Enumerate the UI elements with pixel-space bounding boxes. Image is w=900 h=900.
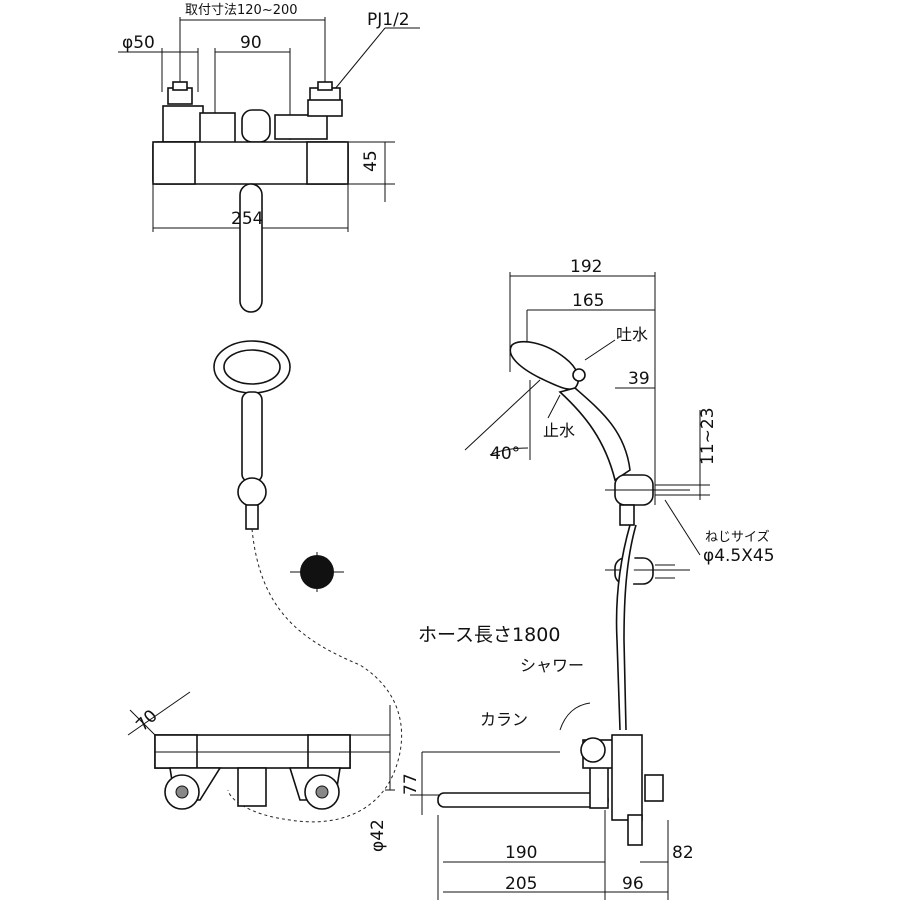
shower-head-front (213, 340, 402, 823)
label-angle40: 40° (490, 444, 520, 464)
label-mount-range: 取付寸法120~200 (185, 3, 298, 18)
side-view-spout (410, 702, 669, 900)
label-shower: シャワー (520, 656, 584, 675)
label-205: 205 (505, 874, 537, 894)
label-stop-water: 止水 (543, 421, 575, 440)
label-screw-size: ねじサイズ (705, 529, 770, 545)
label-hose-length: ホース長さ1800 (418, 624, 560, 646)
plan-view (127, 691, 395, 810)
label-spout: カラン (480, 710, 528, 729)
label-thread: PJ1/2 (367, 10, 410, 30)
label-45: 45 (361, 150, 381, 172)
label-39: 39 (628, 369, 650, 389)
label-70: 70 (132, 706, 161, 735)
label-165: 165 (572, 291, 604, 311)
label-phi42: φ42 (368, 819, 388, 852)
label-screw-dim: φ4.5X45 (703, 546, 775, 566)
label-phi50: φ50 (122, 33, 155, 53)
label-82: 82 (672, 843, 694, 863)
side-view-shower (464, 272, 710, 731)
label-192: 192 (570, 257, 602, 277)
label-254: 254 (231, 209, 263, 229)
front-view (118, 17, 420, 313)
label-96: 96 (622, 874, 644, 894)
label-spout-water: 吐水 (616, 325, 648, 344)
label-11-23: 11~23 (698, 407, 718, 465)
label-190: 190 (505, 843, 537, 863)
label-90: 90 (240, 33, 262, 53)
label-77: 77 (401, 773, 421, 795)
